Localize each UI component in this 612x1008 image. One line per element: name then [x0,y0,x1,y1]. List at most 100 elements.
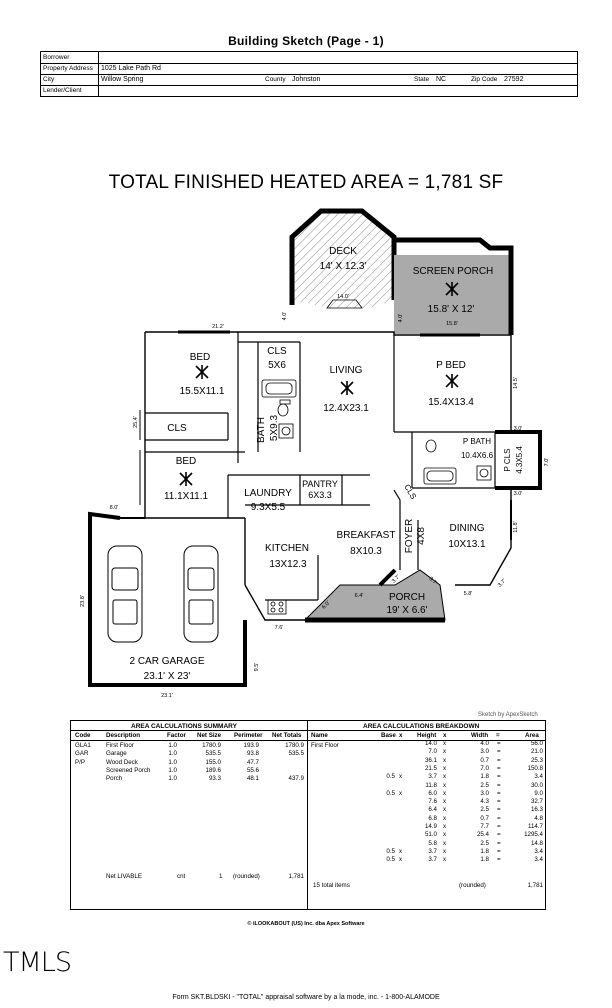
breakdown-cell-height: 51.0 [424,831,437,839]
breakdown-cell-area: 3.4 [534,856,543,864]
copyright-notice: © iLOOKABOUT (US) Inc. dba Apex Software [247,921,365,927]
summary-cell-perim: 48.1 [246,775,259,783]
breakdown-operator: x [443,764,447,772]
breakdown-operator: x [443,748,447,756]
breakdown-cell-area: 150.8 [527,764,543,772]
breakdown-cell-area: 4.8 [534,814,543,822]
dimension-label: 3.0' [514,426,523,432]
zip-label: Zip Code [471,76,498,83]
room-name-garage: 2 CAR GARAGE [129,656,204,667]
room-name-living: LIVING [330,365,363,376]
breakdown-cell-height: 7.6 [428,798,437,806]
summary-cell-code: GAR [75,750,89,758]
summary-cell-factor: 1.0 [168,775,177,783]
property-header-table: Borrower Property Address 1025 Lake Path… [40,51,578,97]
breakdown-cell-height: 3.7 [428,773,437,781]
breakdown-cell-base: 0.5 [386,847,395,855]
breakdown-cell-area: 3.4 [534,773,543,781]
breakdown-rounded: (rounded) [459,882,486,889]
room-name-cls: CLS [402,483,418,501]
page-title: Building Sketch (Page - 1) [228,34,384,48]
breakdown-cell-height: 36.1 [424,756,437,764]
room-name-pantry: PANTRY [302,479,338,489]
room-size-garage: 23.1' X 23' [144,671,191,682]
dimension-label: 15.8' [446,321,458,327]
room-name-bed: BED [190,352,211,363]
breakdown-col-base: Base [381,732,396,739]
summary-cell-perim: 93.8 [246,750,259,758]
breakdown-cell-width: 7.7 [480,823,489,830]
sink-icon [278,423,492,481]
room-size-screen-porch: 15.8' X 12' [428,304,475,315]
breakdown-operator: x [443,814,447,822]
room-name-deck: DECK [329,246,357,257]
floor-plan-sketch: DECK 14' X 12.3' SCREEN PORCH 15.8' X 12… [80,208,550,699]
total-area-heading: TOTAL FINISHED HEATED AREA = 1,781 SF [108,172,504,193]
breakdown-cell-height: 6.0 [428,789,437,797]
breakdown-cell-area: 14.8 [530,839,543,847]
breakdown-operator: x [443,781,447,789]
breakdown-cell-width: 1.8 [480,773,489,781]
room-name-kitchen: KITCHEN [265,543,309,554]
breakdown-cell-width: 3.0 [480,748,489,756]
table-divider [71,730,545,731]
summary-col-description: Description [106,732,141,739]
car-icon-right [183,545,219,643]
breakdown-cell-height: 6.8 [428,814,437,822]
summary-cell-net: 93.3 [208,775,221,783]
lender-row: Lender/Client [41,85,577,96]
breakdown-operator: x [443,831,447,839]
dimension-label: 14.0' [337,294,349,300]
city-value: Willow Spring [101,76,144,83]
breakdown-operator: = [497,789,501,797]
room-size-porch: 19' X 6.6' [386,605,427,616]
breakdown-cell-area: 3.4 [534,847,543,855]
fireplace-icon [326,299,363,309]
breakdown-operator: x [443,823,447,830]
form-footer: Form SKT.BLDSKI - "TOTAL" appraisal soft… [172,994,440,1001]
dimension-label: 3.7' [428,576,438,586]
breakdown-col-x: x [399,732,403,739]
breakdown-cell-width: 0.7 [480,814,489,822]
summary-cell-code: GLA1 [75,742,91,749]
breakdown-operator: = [497,814,501,822]
dimension-label: 3.7' [391,574,401,584]
breakdown-operator: = [497,847,501,855]
room-name-laundry: LAUNDRY [244,488,292,499]
breakdown-operator: = [497,781,501,789]
breakdown-operator: x [399,773,403,781]
ceiling-fan-icon [179,471,193,487]
dimension-label: 4.0' [282,312,288,321]
dimension-label: 8.0' [110,505,119,511]
room-labels: DECK 14' X 12.3' SCREEN PORCH 15.8' X 12… [129,246,524,682]
dimension-label: 7.0' [544,458,550,467]
breakdown-col-equals: = [496,732,500,739]
breakdown-cell-height: 11.8 [425,781,437,789]
room-size-laundry: 9.3X5.5 [251,502,286,513]
header-divider [98,52,99,97]
summary-cell-perim: 47.7 [246,758,259,766]
net-livable-count: 1 [219,873,223,880]
summary-cell-desc: Porch [106,775,123,783]
dimension-label: 5.8' [464,591,473,597]
breakdown-cell-height: 21.5 [424,764,437,772]
breakdown-operator: x [443,856,447,864]
dimension-label: 25.4' [133,416,139,428]
dimension-label: 3.0' [514,491,523,497]
tmls-logo: TMLS [3,947,72,978]
breakdown-cell-area: 32.7 [530,798,543,806]
summary-cell-perim: 55.6 [246,766,259,774]
city-label: City [43,76,55,83]
breakdown-col-name: Name [311,732,328,739]
summary-cell-net: 535.5 [205,750,221,758]
state-value: NC [436,76,447,83]
room-size-bath: 5X9.3 [269,414,280,441]
room-name-porch: PORCH [389,592,425,603]
room-name-dining: DINING [450,523,485,534]
breakdown-name: First Floor [311,742,339,749]
zip-value: 27592 [504,76,524,83]
state-label: State [414,76,430,83]
net-livable-rounded: (rounded) [233,873,260,880]
room-size-p-bed: 15.4X13.4 [428,397,474,408]
summary-cell-total: 1780.9 [285,742,304,749]
